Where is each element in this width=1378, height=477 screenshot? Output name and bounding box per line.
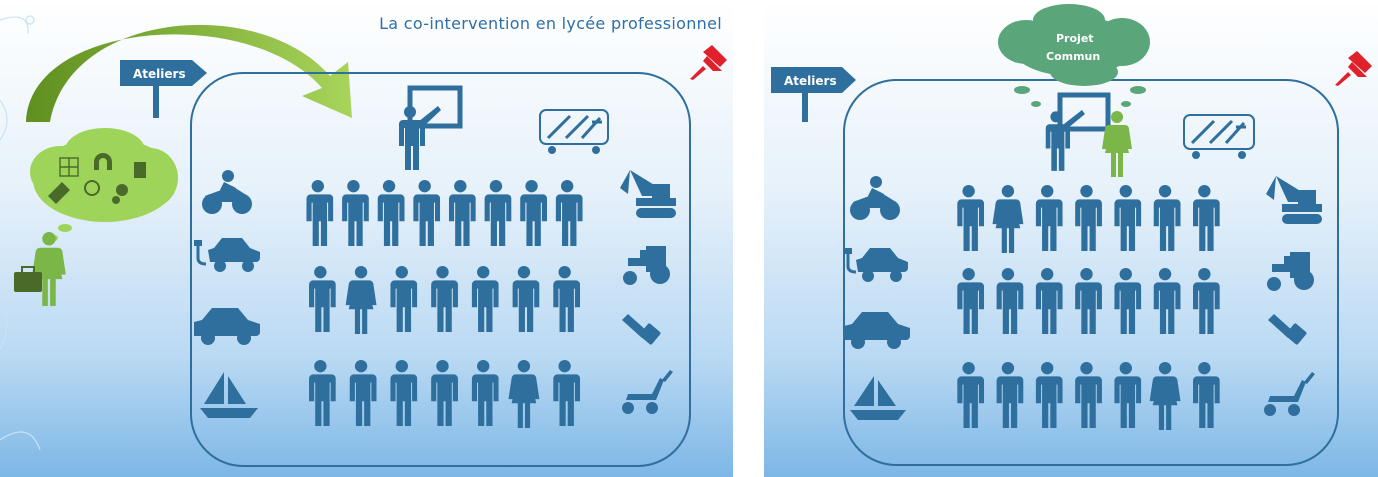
beaker-icon xyxy=(134,162,146,178)
student-male-icon xyxy=(378,180,405,246)
classroom-frame xyxy=(190,72,691,467)
student-male-icon xyxy=(957,185,984,251)
chainsaw-icon xyxy=(1268,314,1307,345)
student-male-icon xyxy=(1075,362,1102,428)
gear-small-icon xyxy=(112,196,120,204)
car-icon xyxy=(844,312,910,349)
tools-icon xyxy=(1183,114,1255,159)
student-male-icon xyxy=(1036,268,1063,334)
excavator-icon xyxy=(1266,176,1322,224)
student-female-icon xyxy=(508,360,539,428)
electric-car-icon xyxy=(844,248,908,282)
slide-2-canvas: Ateliers Projet Commun xyxy=(771,4,1372,466)
student-male-icon xyxy=(449,180,476,246)
lightbulb-icon xyxy=(84,180,100,196)
student-male-icon xyxy=(997,362,1024,428)
tractor-icon xyxy=(623,246,670,285)
student-male-icon xyxy=(997,268,1024,334)
slide-1-canvas: Ateliers xyxy=(0,15,727,467)
student-male-icon xyxy=(309,360,336,426)
sailboat-icon xyxy=(850,376,906,420)
student-male-icon xyxy=(1114,362,1141,428)
student-male-icon xyxy=(350,360,377,426)
ateliers-label: Ateliers xyxy=(784,74,837,88)
suitcase-icon xyxy=(14,272,42,292)
student-male-icon xyxy=(390,360,417,426)
student-male-icon xyxy=(957,362,984,428)
tools-icon xyxy=(539,109,609,154)
student-male-icon xyxy=(472,360,499,426)
student-male-icon xyxy=(309,266,336,332)
magnet-icon xyxy=(94,153,112,170)
student-male-icon xyxy=(1154,268,1181,334)
student-male-icon xyxy=(1114,268,1141,334)
teacher-at-board xyxy=(399,85,463,170)
thought-cloud xyxy=(30,128,178,241)
class-students xyxy=(957,185,1220,430)
slide-1: Ateliers xyxy=(0,0,733,477)
ateliers-label: Ateliers xyxy=(133,67,186,81)
student-male-icon xyxy=(1114,185,1141,251)
pushpin-icon xyxy=(690,45,727,80)
motorcycle-icon xyxy=(202,170,252,214)
pushpin-icon xyxy=(1335,51,1372,86)
teacher-at-board xyxy=(1046,92,1111,171)
lawnmower-icon xyxy=(1264,372,1315,416)
student-male-icon xyxy=(1036,185,1063,251)
ruler-icon xyxy=(48,182,70,204)
slide-2: Ateliers Projet Commun xyxy=(764,0,1378,477)
student-female-icon xyxy=(992,185,1023,253)
student-male-icon xyxy=(553,266,580,332)
tractor-icon xyxy=(1267,252,1314,291)
decorative-lines xyxy=(0,15,41,451)
student-female-icon xyxy=(346,266,377,334)
sailboat-icon xyxy=(200,372,258,418)
student-male-icon xyxy=(1075,268,1102,334)
chainsaw-icon xyxy=(622,314,661,345)
student-male-icon xyxy=(520,180,547,246)
projet-commun-cloud: Projet Commun xyxy=(998,4,1150,107)
student-male-icon xyxy=(390,266,417,332)
student-male-icon xyxy=(1193,268,1220,334)
student-male-icon xyxy=(413,180,440,246)
student-male-icon xyxy=(1193,362,1220,428)
student-male-icon xyxy=(1075,185,1102,251)
motorcycle-icon xyxy=(850,176,900,220)
ateliers-signpost: Ateliers xyxy=(771,67,856,122)
student-male-icon xyxy=(431,266,458,332)
student-woman-icon xyxy=(14,232,66,306)
student-male-icon xyxy=(306,180,333,246)
car-icon xyxy=(194,308,260,345)
student-male-icon xyxy=(472,266,499,332)
green-curved-arrow xyxy=(26,24,352,122)
student-female-icon xyxy=(1150,362,1181,430)
student-male-icon xyxy=(556,180,583,246)
student-male-icon xyxy=(1154,185,1181,251)
student-male-icon xyxy=(431,360,458,426)
excavator-icon xyxy=(620,170,676,218)
gear-icon xyxy=(116,184,128,196)
cloud-line-2: Commun xyxy=(1046,50,1100,63)
student-male-icon xyxy=(957,268,984,334)
student-male-icon xyxy=(342,180,369,246)
student-male-icon xyxy=(553,360,580,426)
student-male-icon xyxy=(513,266,540,332)
lawnmower-icon xyxy=(622,370,673,414)
student-male-icon xyxy=(485,180,512,246)
class-students xyxy=(306,180,582,428)
student-male-icon xyxy=(1036,362,1063,428)
slide-title: La co-intervention en lycée professionne… xyxy=(379,14,722,33)
ateliers-signpost: Ateliers xyxy=(120,60,207,118)
student-male-icon xyxy=(1193,185,1220,251)
calculator-icon xyxy=(59,157,79,177)
cloud-line-1: Projet xyxy=(1056,32,1094,45)
electric-car-icon xyxy=(194,238,260,272)
